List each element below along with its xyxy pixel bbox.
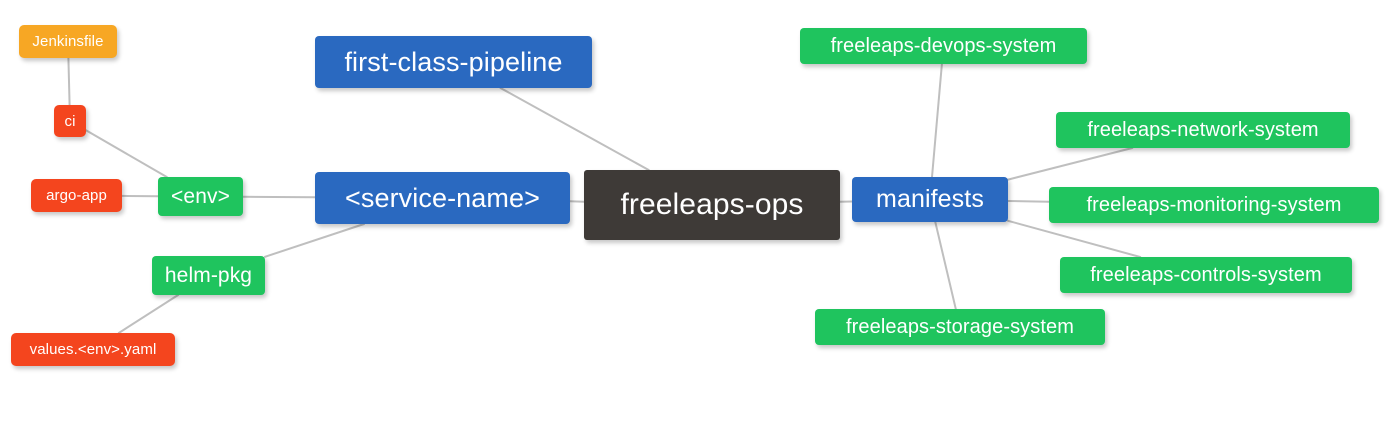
- mindmap-node-devops[interactable]: freeleaps-devops-system: [800, 28, 1087, 64]
- mindmap-node-manifests[interactable]: manifests: [852, 177, 1008, 222]
- mindmap-edge-ci-to-jenkins: [67, 57, 71, 106]
- mindmap-node-jenkins[interactable]: Jenkinsfile: [19, 25, 117, 58]
- mindmap-node-monitoring[interactable]: freeleaps-monitoring-system: [1049, 187, 1379, 223]
- mindmap-node-storage[interactable]: freeleaps-storage-system: [815, 309, 1105, 345]
- mindmap-node-pipeline[interactable]: first-class-pipeline: [315, 36, 592, 88]
- mindmap-node-service[interactable]: <service-name>: [315, 172, 570, 224]
- mindmap-node-root[interactable]: freeleaps-ops: [584, 170, 840, 240]
- mindmap-node-controls[interactable]: freeleaps-controls-system: [1060, 257, 1352, 293]
- mindmap-edge-manifests-to-network: [1007, 147, 1134, 181]
- mindmap-edge-manifests-to-controls: [1007, 219, 1142, 258]
- mindmap-edge-manifests-to-monitoring: [1007, 200, 1050, 203]
- mindmap-edge-service-to-helmpkg: [264, 223, 365, 258]
- mindmap-edge-manifests-to-storage: [934, 221, 957, 310]
- mindmap-node-env[interactable]: <env>: [158, 177, 243, 216]
- mindmap-edge-helmpkg-to-valuesyaml: [117, 294, 180, 334]
- mindmap-node-valuesyaml[interactable]: values.<env>.yaml: [11, 333, 175, 366]
- mindmap-node-helmpkg[interactable]: helm-pkg: [152, 256, 265, 295]
- mindmap-edge-root-to-pipeline: [499, 87, 650, 171]
- mindmap-node-ci[interactable]: ci: [54, 105, 86, 137]
- mindmap-edge-manifests-to-devops: [931, 63, 943, 178]
- mindmap-node-argoapp[interactable]: argo-app: [31, 179, 122, 212]
- mindmap-edge-env-to-ci: [85, 129, 168, 178]
- mindmap-node-network[interactable]: freeleaps-network-system: [1056, 112, 1350, 148]
